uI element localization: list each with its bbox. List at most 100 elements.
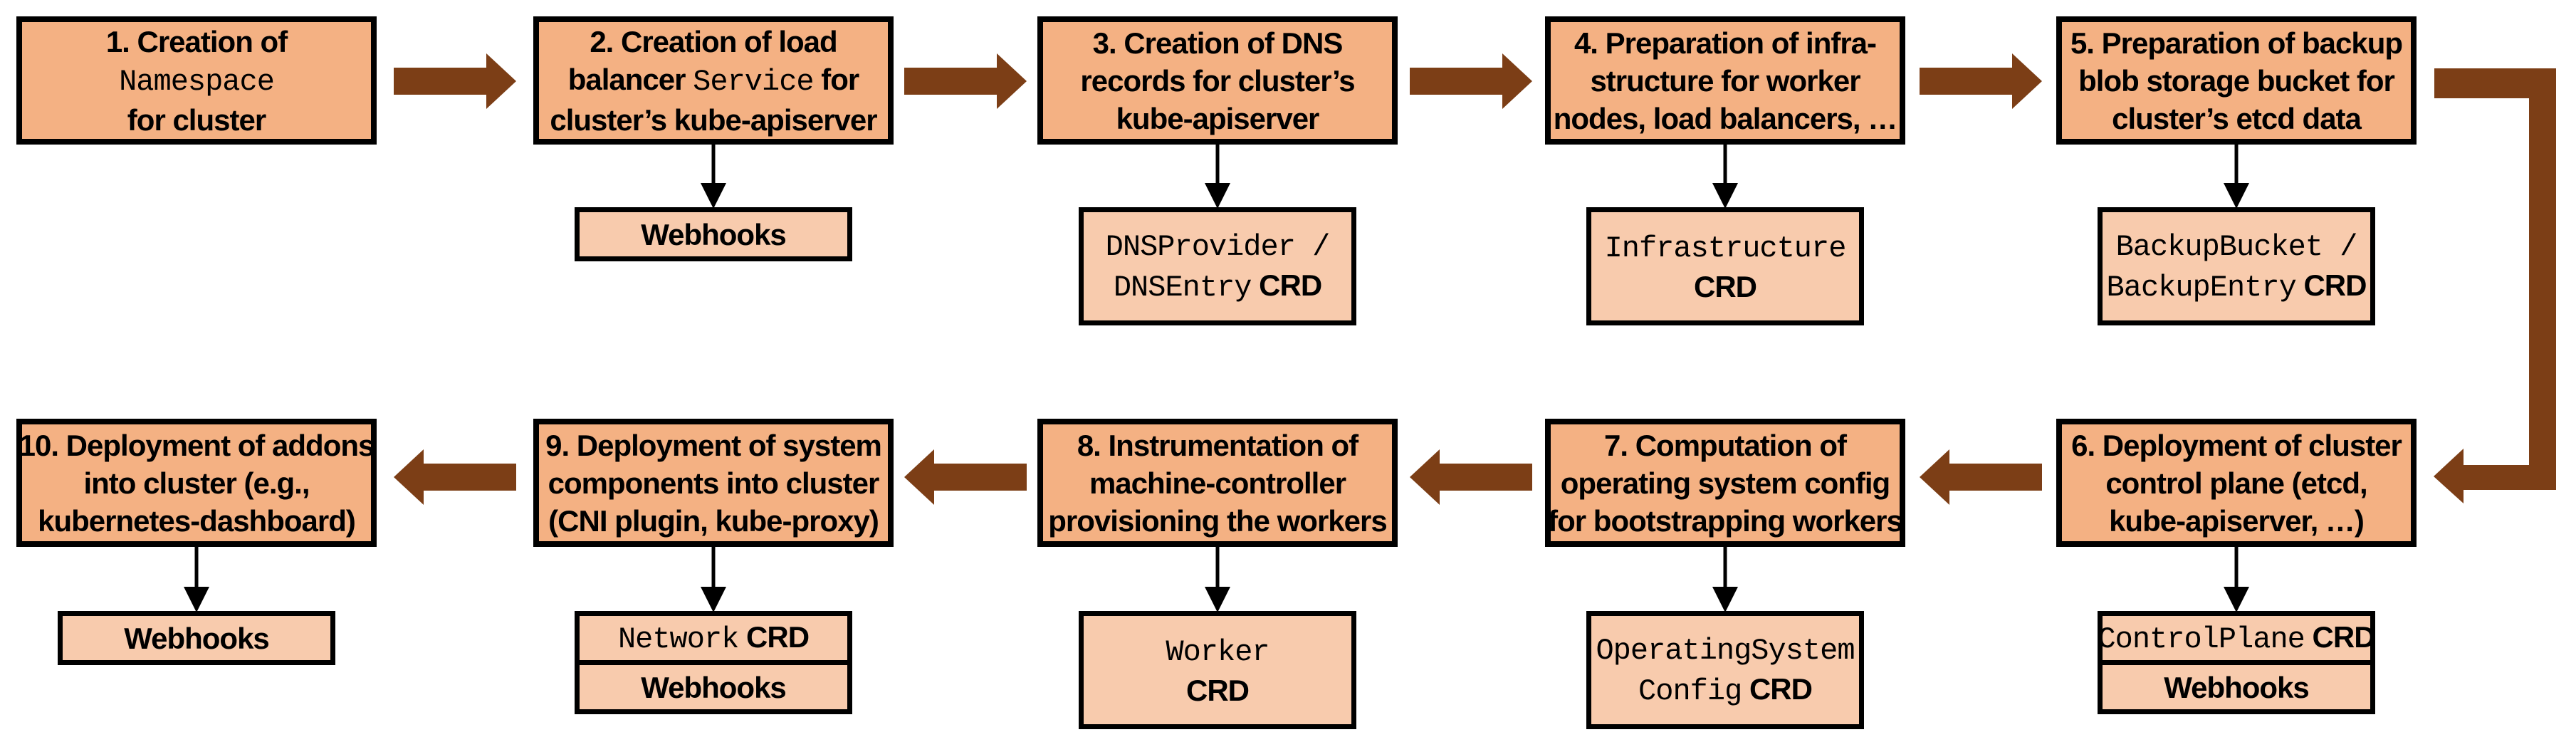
text-line: 10. Deployment of addons <box>19 427 375 464</box>
label-text: components into cluster <box>548 466 880 500</box>
text-line: 6. Deployment of cluster <box>2071 427 2402 464</box>
text-line: Webhooks <box>641 216 787 254</box>
text-line: 5. Preparation of backup <box>2070 24 2403 62</box>
label-text: 8. Instrumentation of <box>1077 428 1358 462</box>
label-text: control plane (etcd, <box>2105 466 2367 500</box>
label-text: into cluster (e.g., <box>83 466 310 500</box>
label-text: operating system config <box>1560 466 1890 500</box>
step-9-webhooks-box: Webhooks <box>575 660 852 714</box>
label-text: CRD <box>1694 270 1757 303</box>
label-text: nodes, load balancers, … <box>1553 101 1897 135</box>
text-line: control plane (etcd, <box>2105 464 2367 502</box>
step-4-box: 4. Preparation of infra-structure for wo… <box>1545 16 1905 145</box>
text-line: machine-controller <box>1089 464 1346 502</box>
flow-arrow-1-to-2 <box>394 53 516 109</box>
label-text: 5. Preparation of backup <box>2070 26 2403 60</box>
label-text: kube-apiserver <box>1116 101 1320 135</box>
code-text: Config <box>1638 674 1742 709</box>
label-text: cluster’s etcd data <box>2112 101 2362 135</box>
text-line: 1. Creation of <box>106 23 288 61</box>
text-line: blob storage bucket for <box>2078 62 2395 100</box>
step-7-box: 7. Computation of operating system config… <box>1545 419 1905 547</box>
text-line: 3. Creation of DNS <box>1092 24 1344 62</box>
label-text: Webhooks <box>641 670 787 704</box>
label-text: Webhooks <box>641 217 787 251</box>
label-text: for cluster <box>127 103 266 137</box>
text-line: Webhooks <box>2164 669 2310 706</box>
connector-step-5-head <box>2224 183 2249 209</box>
code-text: Infrastructure <box>1604 231 1847 266</box>
label-text: 2. Creation of load <box>590 24 837 58</box>
label-text: Webhooks <box>124 621 270 655</box>
text-line: (CNI plugin, kube-proxy) <box>548 502 879 540</box>
label-text: for <box>813 62 859 96</box>
label-text: 3. Creation of DNS <box>1092 26 1344 60</box>
code-text: Namespace <box>119 64 275 99</box>
code-text: OperatingSystem <box>1596 634 1855 668</box>
flow-arrow-8-to-9 <box>904 449 1027 505</box>
text-line: kube-apiserver <box>1116 100 1320 137</box>
label-text: records for cluster’s <box>1080 63 1355 98</box>
label-text: CRD <box>2304 620 2376 654</box>
code-text: BackupEntry <box>2106 271 2297 305</box>
text-line: Worker <box>1166 631 1269 672</box>
code-text: DNSEntry <box>1113 271 1252 305</box>
text-line: into cluster (e.g., <box>83 464 310 502</box>
code-text: Service <box>693 64 814 99</box>
text-line: records for cluster’s <box>1080 62 1355 100</box>
text-line: 7. Computation of <box>1604 427 1847 464</box>
label-text: CRD <box>1251 268 1322 302</box>
text-line: Webhooks <box>641 669 787 706</box>
label-text: cluster’s kube-apiserver <box>550 103 877 137</box>
label-text: 7. Computation of <box>1604 428 1847 462</box>
connector-step-8-head <box>1205 587 1230 612</box>
text-line: cluster’s etcd data <box>2112 100 2362 137</box>
code-text: Network <box>617 622 739 657</box>
connector-step-4-head <box>1712 183 1738 209</box>
text-line: BackupEntry CRD <box>2107 266 2367 307</box>
connector-step-6-head <box>2224 587 2249 612</box>
text-line: kube-apiserver, …) <box>2109 502 2365 540</box>
text-line: 2. Creation of load <box>590 23 837 61</box>
connector-step-3-head <box>1205 183 1230 209</box>
text-line: balancer Service for <box>568 61 860 101</box>
label-text: CRD <box>1186 674 1250 707</box>
label-text: Webhooks <box>2164 670 2310 704</box>
wrap-arrow-5-to-6 <box>2434 68 2556 503</box>
text-line: Webhooks <box>124 620 270 657</box>
text-line: CRD <box>1694 268 1757 305</box>
text-line: cluster’s kube-apiserver <box>550 101 877 139</box>
step-6-webhooks-box: Webhooks <box>2098 660 2375 714</box>
text-line: 9. Deployment of system <box>545 427 882 464</box>
flow-arrow-6-to-7 <box>1920 449 2042 505</box>
step-6-crd-box: ControlPlane CRD <box>2098 611 2376 665</box>
label-text: CRD <box>1742 672 1813 706</box>
label-text: provisioning the workers <box>1048 503 1387 538</box>
text-line: nodes, load balancers, … <box>1554 100 1897 137</box>
label-text: CRD <box>738 620 810 654</box>
text-line: OperatingSystem <box>1596 629 1855 670</box>
text-line: for bootstrapping workers <box>1548 502 1903 540</box>
label-text: machine-controller <box>1089 466 1346 500</box>
connector-step-7-head <box>1712 587 1738 612</box>
text-line: 8. Instrumentation of <box>1077 427 1358 464</box>
label-text: structure for worker <box>1590 63 1860 98</box>
connector-step-10-head <box>184 587 209 612</box>
text-line: Namespace <box>119 61 275 101</box>
text-line: BackupBucket / <box>2116 226 2358 266</box>
text-line: operating system config <box>1561 464 1890 502</box>
flow-arrow-2-to-3 <box>904 53 1027 109</box>
flow-arrow-7-to-8 <box>1410 449 1532 505</box>
label-text: 4. Preparation of infra- <box>1574 26 1877 60</box>
label-text: kubernetes-dashboard) <box>38 503 356 538</box>
